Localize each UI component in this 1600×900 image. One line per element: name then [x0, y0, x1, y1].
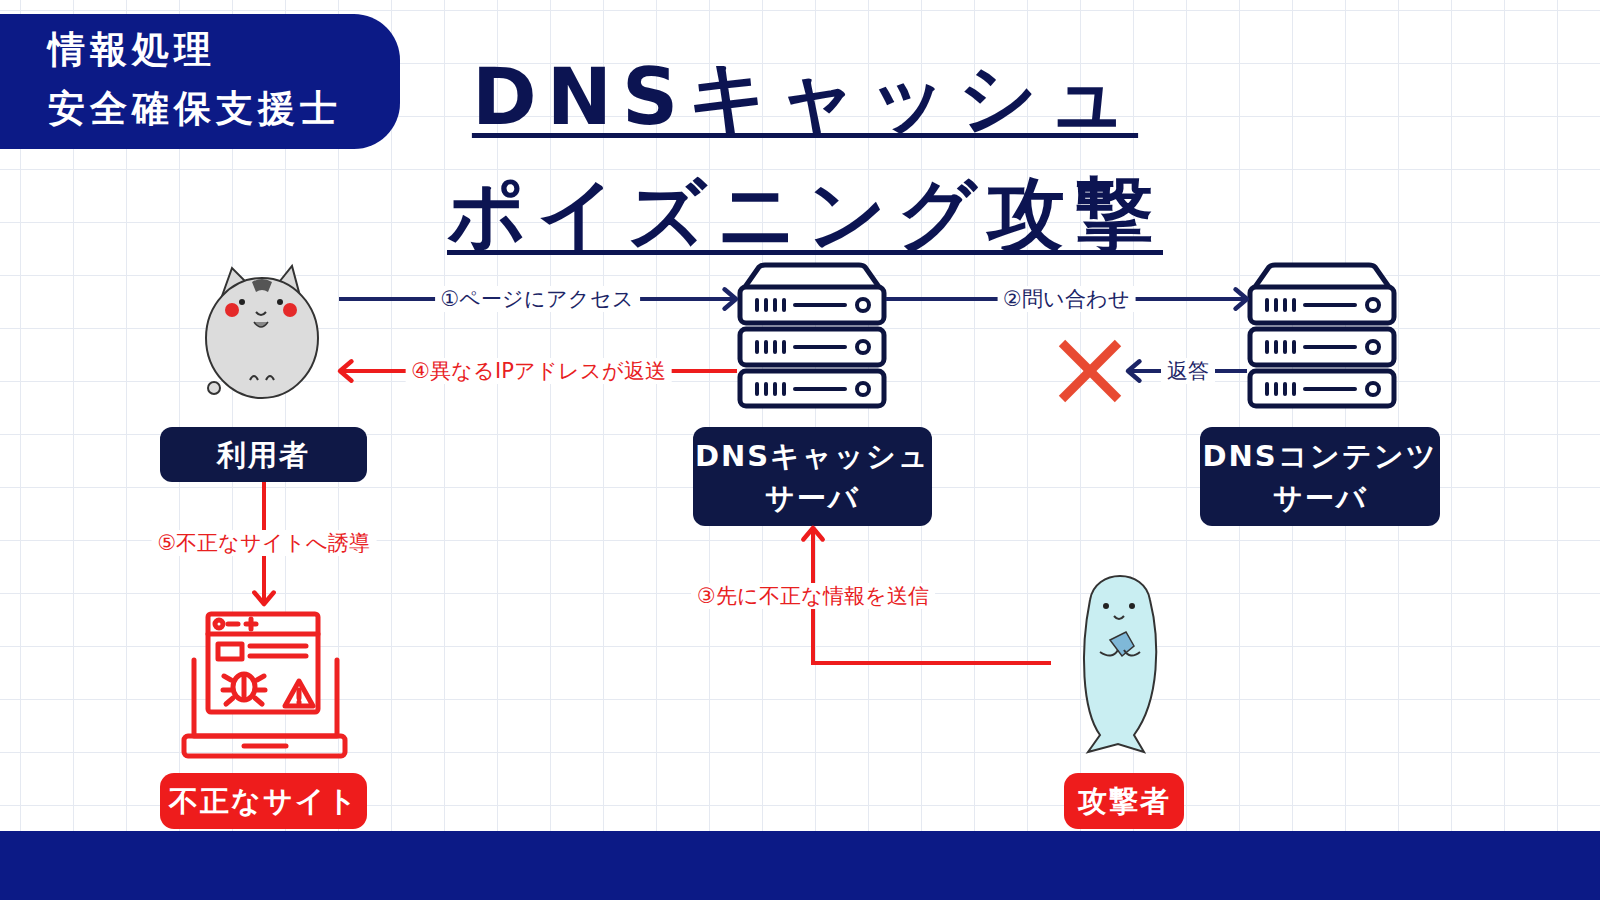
label-box: 不正なサイト — [160, 773, 367, 829]
arrow-head — [803, 528, 822, 539]
edge-label: ⑤不正なサイトへ誘導 — [152, 530, 377, 556]
arrow-head — [1128, 361, 1139, 380]
node-text: DNSキャッシュ サーバ — [695, 435, 930, 519]
server-icon — [1250, 265, 1394, 406]
edge-label: 返答 — [1161, 358, 1215, 384]
user-node: 利用者 — [160, 258, 367, 482]
node-text: 情報処理 安全確保支援士 — [48, 20, 378, 138]
arrow-head — [1236, 289, 1247, 308]
seal-character — [1084, 576, 1156, 752]
edge-label: ①ページにアクセス — [435, 286, 641, 312]
node-text: 不正なサイト — [169, 780, 359, 822]
cache-server-node: DNSキャッシュ サーバ — [693, 258, 932, 526]
arrow-head — [340, 361, 351, 380]
label-box: DNSキャッシュ サーバ — [693, 427, 932, 526]
label-box: 攻撃者 — [1064, 773, 1184, 829]
malicious-site-icon — [184, 614, 345, 756]
node-text: 利用者 — [217, 434, 310, 476]
footer-band — [0, 831, 1600, 900]
attacker-node: 攻撃者 — [1064, 560, 1184, 829]
edge-label: ④異なるIPアドレスが返送 — [405, 358, 672, 384]
arrow-head — [254, 593, 273, 604]
malicious-site-node: 不正なサイト — [160, 600, 367, 829]
cat-character — [206, 266, 318, 398]
node-text: DNSコンテンツ サーバ — [1202, 435, 1437, 519]
server-icon — [740, 265, 884, 406]
edge-label: ②問い合わせ — [997, 286, 1136, 312]
node-text: 攻撃者 — [1078, 780, 1171, 822]
arrow-head — [725, 289, 736, 308]
content-server-node: DNSコンテンツ サーバ — [1200, 258, 1440, 526]
diagram-title: DNSキャッシュ ポイズニング攻撃 — [300, 39, 1310, 273]
edge-label: ③先に不正な情報を送信 — [691, 583, 935, 609]
label-box: 利用者 — [160, 427, 367, 482]
certification-badge: 情報処理 安全確保支援士 — [0, 14, 400, 149]
blocked-mark — [1062, 343, 1118, 399]
label-box: DNSコンテンツ サーバ — [1200, 427, 1440, 526]
